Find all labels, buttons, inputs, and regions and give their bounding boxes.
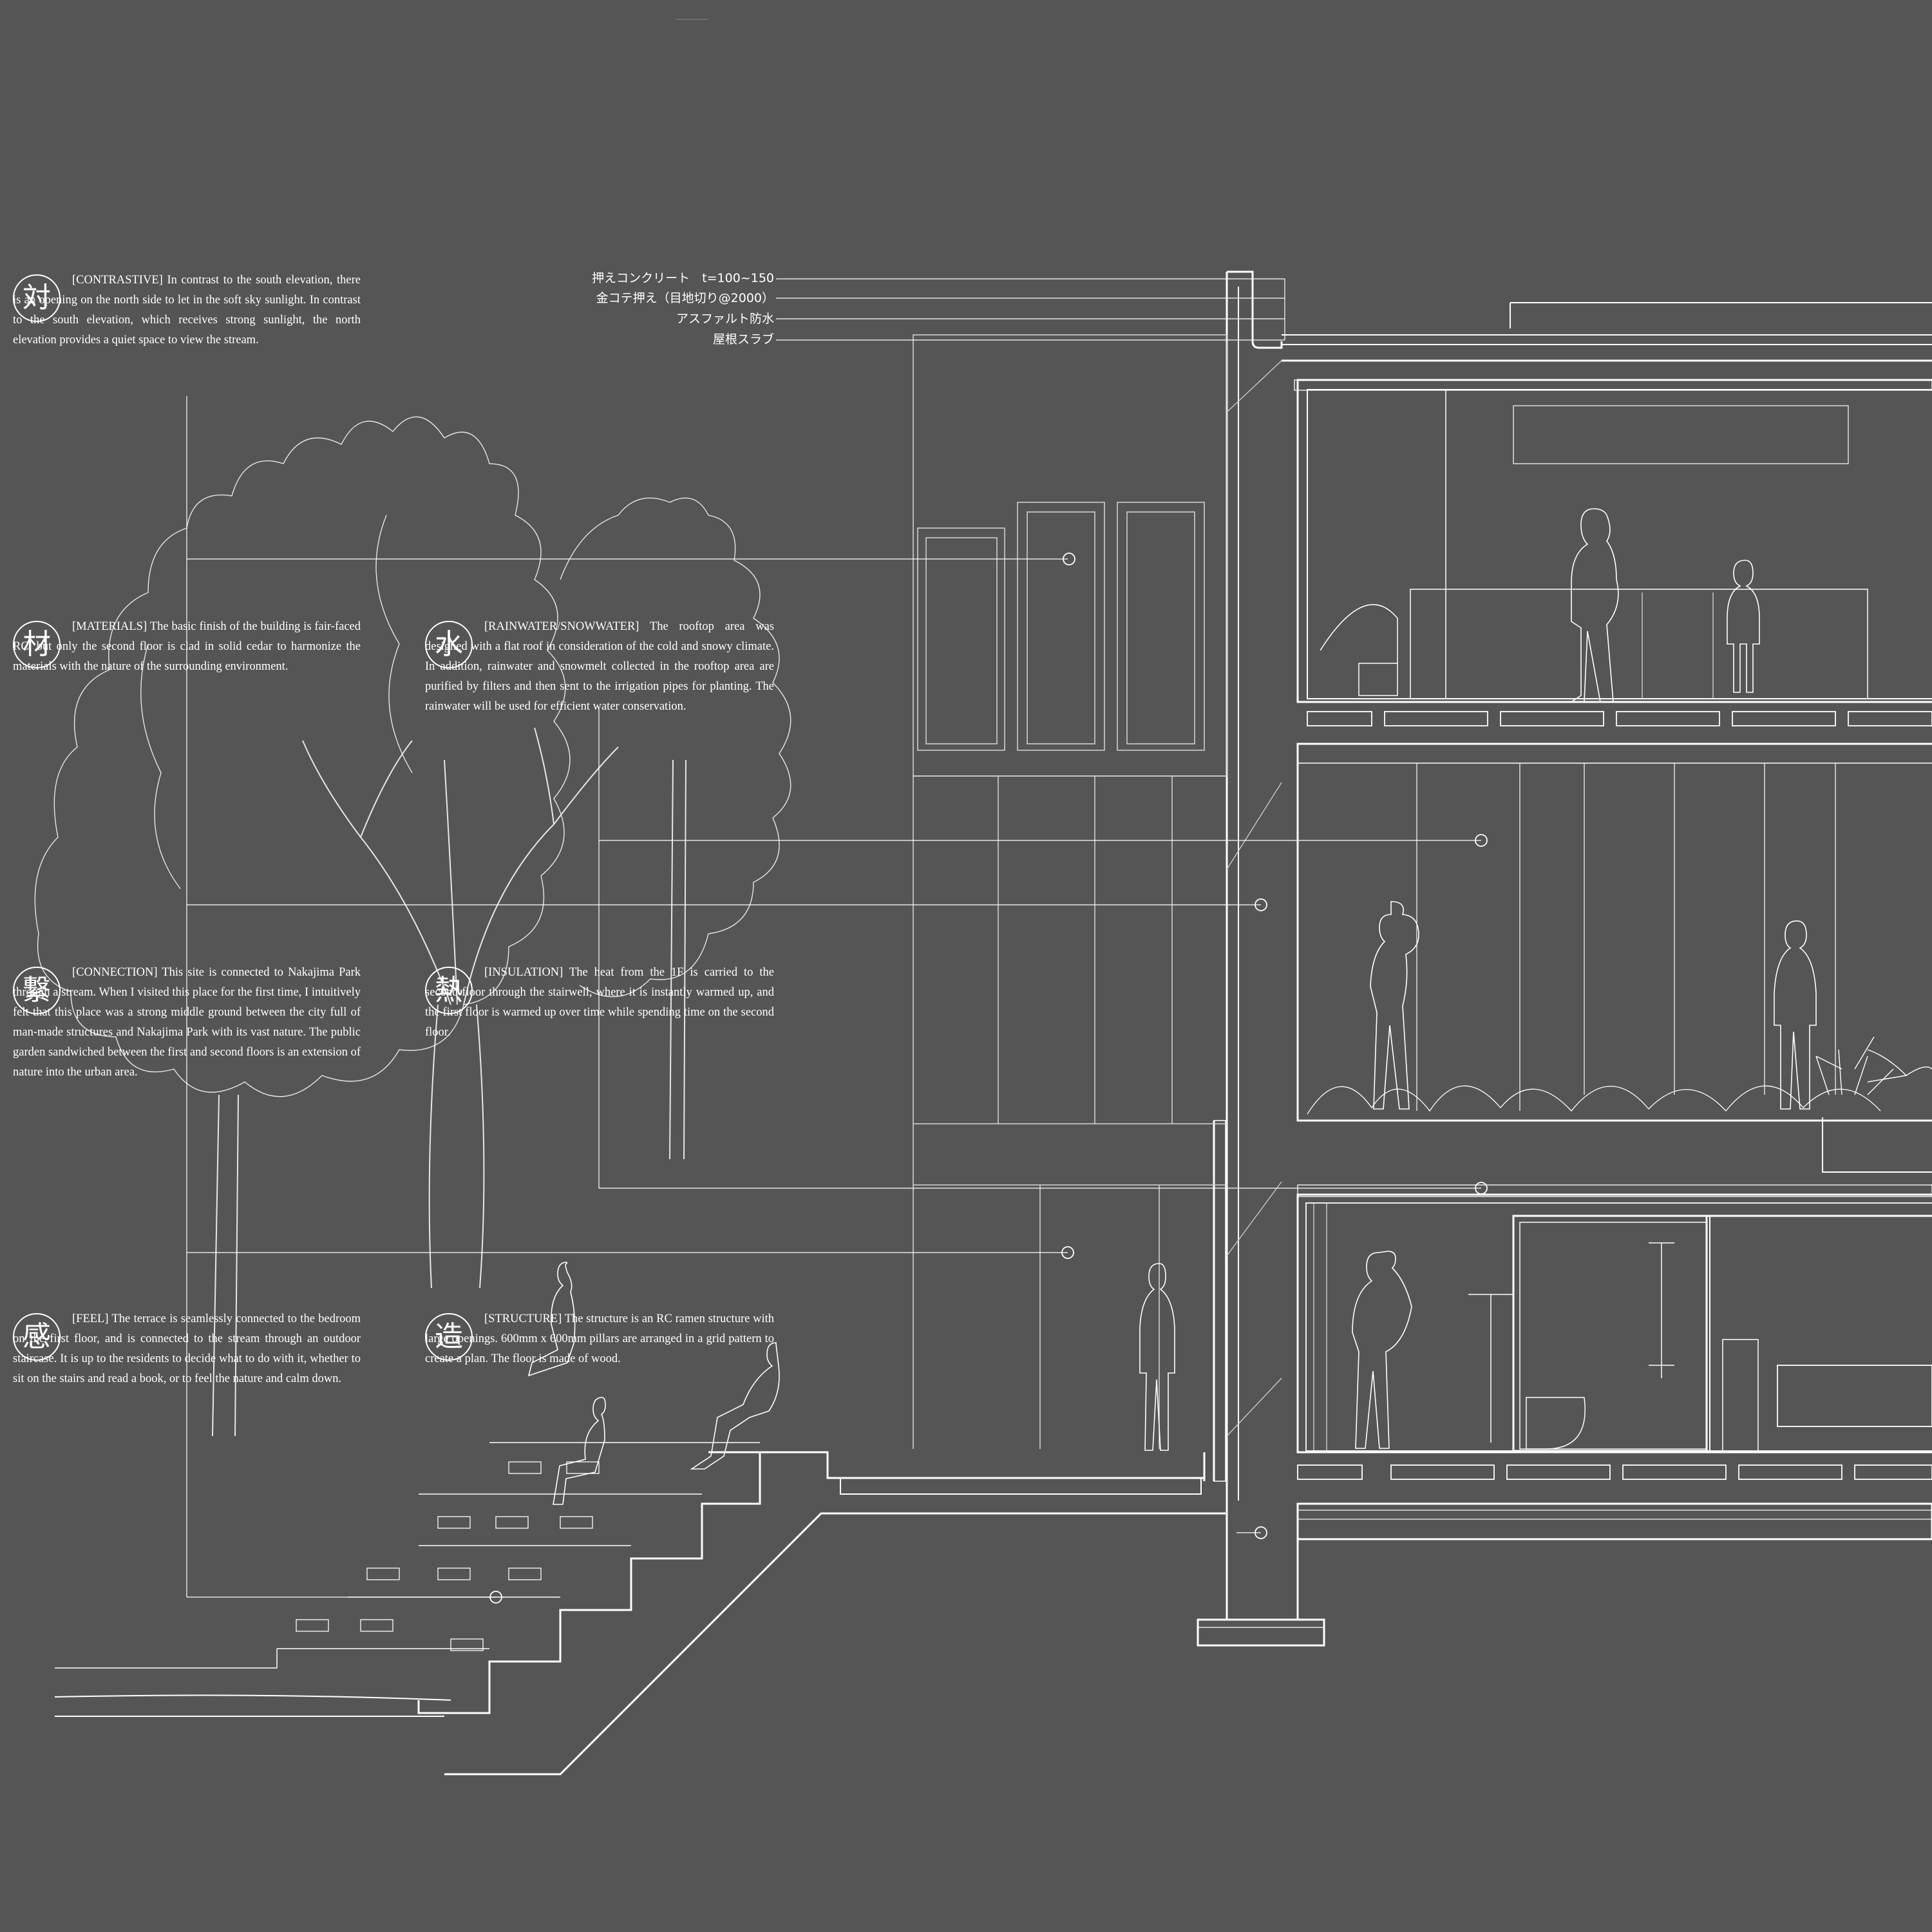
kanji-badge-insulation: 熱 xyxy=(425,967,473,1014)
stairwell-diagonals xyxy=(1226,360,1282,1437)
first-floor-room xyxy=(1296,1193,1932,1454)
note-feel: 感 [FEEL] The terrace is seamlessly conne… xyxy=(13,1309,361,1389)
kanji-badge-feel: 感 xyxy=(13,1313,61,1361)
leader-dots xyxy=(489,553,1488,1604)
structural-column xyxy=(1197,1120,1325,1647)
kanji-badge-structure: 造 xyxy=(425,1313,473,1361)
planters xyxy=(1815,1036,1932,1095)
roof-parapet xyxy=(1226,270,1932,1501)
note-text-rainwater: [RAINWATER/SNOWWATER] The rooftop area w… xyxy=(425,620,774,713)
leader-lines xyxy=(186,278,1481,1598)
roof-layer-label-2: 金コテ押え（目地切り@2000） xyxy=(596,291,774,305)
kanji-badge-contrastive: 対 xyxy=(13,274,61,322)
garden-slab-hatch xyxy=(1297,1184,1932,1197)
note-text-insulation: [INSULATION] The heat from the 1F is car… xyxy=(425,966,774,1039)
terrace-and-stairs xyxy=(54,1442,1228,1776)
note-text-structure: [STRUCTURE] The structure is an RC ramen… xyxy=(425,1312,774,1365)
roof-layer-label-4: 屋根スラブ xyxy=(712,332,774,346)
second-floor-joists xyxy=(1307,711,1932,726)
note-insulation: 熱 [INSULATION] The heat from the 1F is c… xyxy=(425,963,774,1043)
facade-elevation xyxy=(913,334,1227,1449)
first-floor-joists xyxy=(1297,1464,1932,1480)
note-text-feel: [FEEL] The terrace is seamlessly connect… xyxy=(13,1312,361,1385)
kanji-badge-rainwater: 水 xyxy=(425,621,473,668)
note-structure: 造 [STRUCTURE] The structure is an RC ram… xyxy=(425,1309,774,1369)
kanji-badge-materials: 材 xyxy=(13,621,61,668)
garden-floor xyxy=(1296,743,1932,1173)
note-text-materials: [MATERIALS] The basic finish of the buil… xyxy=(13,620,361,673)
note-rainwater: 水 [RAINWATER/SNOWWATER] The rooftop area… xyxy=(425,617,774,717)
second-floor-room xyxy=(1296,379,1932,703)
note-materials: 材 [MATERIALS] The basic finish of the bu… xyxy=(13,617,361,677)
people-figures xyxy=(527,508,1817,1505)
kanji-badge-connection: 繋 xyxy=(13,967,61,1014)
roof-layer-label-3: アスファルト防水 xyxy=(676,312,774,326)
roof-hatch xyxy=(1294,379,1932,391)
note-contrastive: 対 [CONTRASTIVE] In contrast to the south… xyxy=(13,270,361,350)
note-text-connection: [CONNECTION] This site is connected to N… xyxy=(13,966,361,1079)
roof-layer-label-1: 押えコンクリート t=100~150 xyxy=(592,271,774,285)
tree-canopy-left xyxy=(34,416,791,1097)
stair-tread-bricks xyxy=(296,1461,600,1651)
note-connection: 繋 [CONNECTION] This site is connected to… xyxy=(13,963,361,1083)
note-text-contrastive: [CONTRASTIVE] In contrast to the south e… xyxy=(13,274,361,346)
ground-slab xyxy=(1296,1502,1932,1540)
